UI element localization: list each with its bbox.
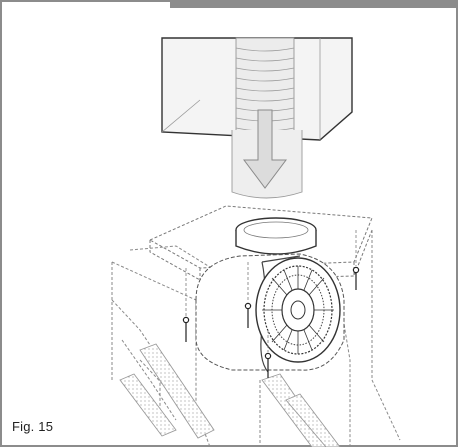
screw-guides xyxy=(185,230,357,352)
frame-top-bar xyxy=(170,0,458,8)
collar-ring xyxy=(235,217,317,255)
frame-top-line xyxy=(0,0,170,2)
fan-wheel xyxy=(255,257,341,363)
figure-label: Fig. 15 xyxy=(12,419,54,434)
down-arrow-icon xyxy=(243,109,287,189)
screw-icon xyxy=(182,266,360,378)
hood-rails xyxy=(119,343,341,447)
